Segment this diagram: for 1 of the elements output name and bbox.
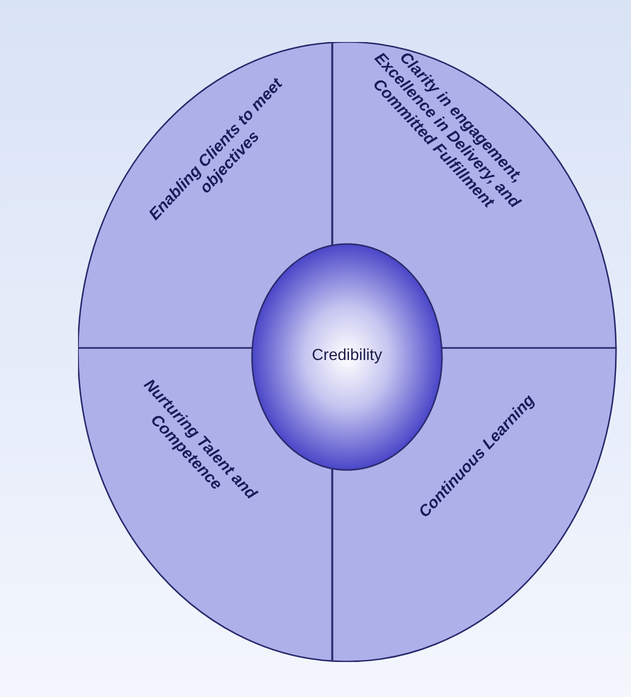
center-label: Credibility <box>310 347 384 365</box>
